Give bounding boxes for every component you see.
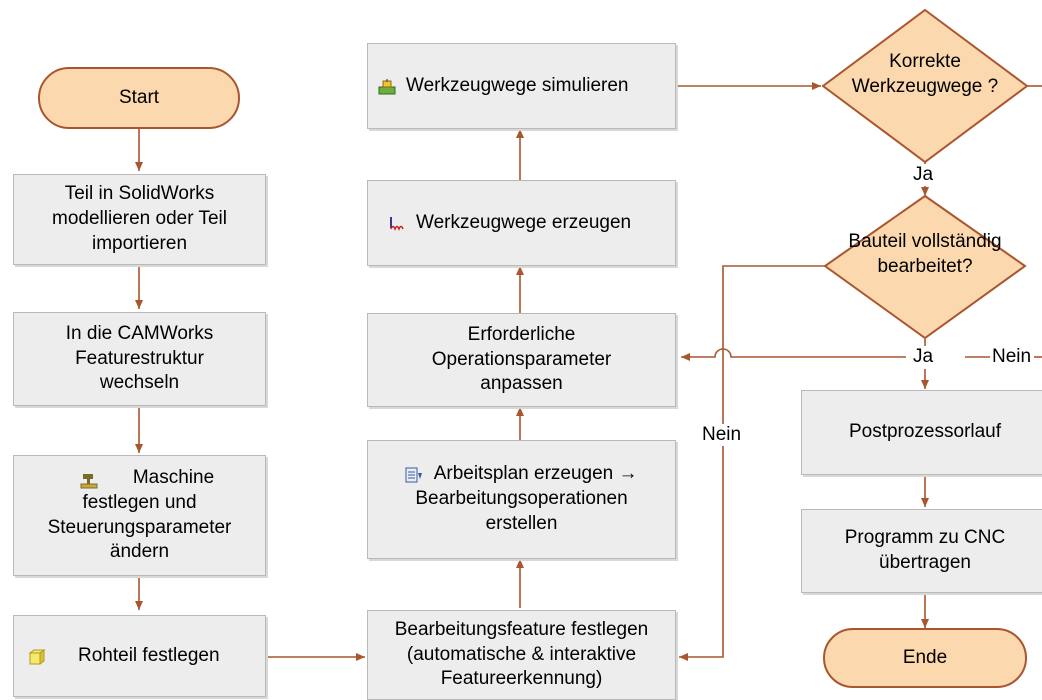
process-rohteil-label: Rohteil festlegen	[78, 644, 220, 666]
start-label: Start	[118, 87, 160, 108]
decision-diamond-korrekte	[821, 8, 1029, 164]
process-rohteil: Rohteil festlegen	[13, 615, 266, 697]
process-simulieren-label: Werkzeugwege simulieren	[406, 74, 629, 96]
edge-label-ja-top: Ja	[913, 164, 934, 186]
edge-label-nein-loop: Nein	[702, 424, 742, 446]
operation-plan-icon	[405, 466, 423, 483]
process-maschine-label: Maschine festlegen und Steuerungsparamet…	[47, 467, 232, 563]
start-terminal: Start	[38, 67, 240, 129]
decision-bauteil-label: Bauteil vollständig bearbeitet?	[848, 231, 1002, 277]
toolpath-simulate-icon	[378, 78, 396, 95]
process-bearbeitungsfeature-label: Bearbeitungsfeature festlegen (automatis…	[394, 618, 649, 690]
end-label: Ende	[902, 647, 948, 668]
edge-label-ja-bottom: Ja	[913, 346, 934, 368]
process-arbeitsplan: Arbeitsplan erzeugen → Bearbeitungsopera…	[367, 440, 676, 559]
process-operationsparameter-label: Erforderliche Operationsparameter anpass…	[431, 323, 612, 395]
process-featurestruktur-label: In die CAMWorks Featurestruktur wechseln	[65, 322, 214, 394]
decision-diamond-bauteil	[823, 194, 1027, 340]
process-teil-modellieren: Teil in SolidWorks modellieren oder Teil…	[13, 174, 266, 265]
process-programm-label: Programm zu CNC übertragen	[844, 527, 1006, 573]
toolpath-generate-icon	[388, 215, 406, 232]
process-erzeugen-label: Werkzeugwege erzeugen	[416, 211, 632, 233]
process-maschine: Maschine festlegen und Steuerungsparamet…	[13, 455, 266, 576]
end-terminal: Ende	[823, 628, 1027, 688]
process-postprozessor-label: Postprozessorlauf	[848, 421, 1002, 443]
process-featurestruktur: In die CAMWorks Featurestruktur wechseln	[13, 312, 266, 406]
process-arbeitsplan-label: Arbeitsplan erzeugen → Bearbeitungsopera…	[415, 463, 638, 534]
process-programm-cnc: Programm zu CNC übertragen	[801, 509, 1042, 593]
process-bearbeitungsfeature: Bearbeitungsfeature festlegen (automatis…	[367, 610, 676, 700]
process-werkzeugwege-simulieren: Werkzeugwege simulieren	[367, 43, 676, 129]
process-teil-label: Teil in SolidWorks modellieren oder Teil…	[52, 183, 227, 254]
stock-cube-icon	[28, 648, 46, 665]
process-werkzeugwege-erzeugen: Werkzeugwege erzeugen	[367, 180, 676, 266]
machine-icon	[80, 472, 98, 489]
process-operationsparameter: Erforderliche Operationsparameter anpass…	[367, 313, 676, 407]
edge-label-nein-right: Nein	[992, 346, 1032, 368]
process-postprozessorlauf: Postprozessorlauf	[801, 390, 1042, 475]
decision-korrekte-label: Korrekte Werkzeugwege ?	[851, 51, 999, 97]
